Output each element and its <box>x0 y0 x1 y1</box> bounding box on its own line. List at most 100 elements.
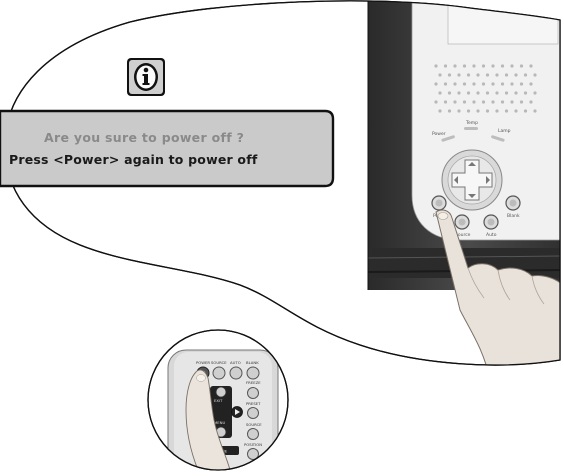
remote-preset-label: PRESET <box>246 401 261 406</box>
grille-hole <box>467 73 470 76</box>
grille-hole <box>529 82 532 85</box>
remote-freeze-button[interactable] <box>248 388 259 399</box>
grille-hole <box>491 64 494 67</box>
grille-hole <box>533 73 536 76</box>
info-icon <box>127 58 165 96</box>
grille-hole <box>529 64 532 67</box>
grille-hole <box>463 82 466 85</box>
remote-control-inset: POWER SOURCE AUTO BLANK ⏻ FREEZE PRESET … <box>148 330 288 476</box>
grille-hole <box>438 73 441 76</box>
grille-hole <box>510 64 513 67</box>
grille-hole <box>482 82 485 85</box>
grille-hole <box>453 100 456 103</box>
grille-hole <box>491 82 494 85</box>
grille-hole <box>505 91 508 94</box>
grille-hole <box>514 109 517 112</box>
remote-source-button[interactable] <box>213 367 225 379</box>
grille-hole <box>524 109 527 112</box>
grille-hole <box>463 64 466 67</box>
grille-hole <box>486 73 489 76</box>
remote-auto-button[interactable] <box>230 367 242 379</box>
grille-hole <box>434 100 437 103</box>
grille-hole <box>520 100 523 103</box>
grille-hole <box>448 73 451 76</box>
grille-hole <box>510 82 513 85</box>
grille-hole <box>472 64 475 67</box>
remote-power-label: POWER <box>196 360 210 365</box>
directional-pad[interactable] <box>442 150 502 210</box>
grille-hole <box>434 64 437 67</box>
grille-hole <box>448 109 451 112</box>
grille-hole <box>533 91 536 94</box>
remote-freeze-label: FREEZE <box>246 380 261 385</box>
power-indicator-label: Power <box>432 131 446 137</box>
panel-blank-button[interactable] <box>506 196 520 210</box>
grille-hole <box>520 82 523 85</box>
grille-hole <box>524 91 527 94</box>
grille-hole <box>467 91 470 94</box>
confirm-question-text: Are you sure to power off ? <box>44 130 244 145</box>
grille-hole <box>476 73 479 76</box>
grille-hole <box>501 100 504 103</box>
remote-up-button[interactable] <box>216 387 226 397</box>
grille-hole <box>453 82 456 85</box>
remote-source-label: SOURCE <box>211 360 227 365</box>
grille-hole <box>505 109 508 112</box>
grille-hole <box>510 100 513 103</box>
grille-hole <box>486 109 489 112</box>
remote-source2-label: SOURCE <box>246 422 262 427</box>
panel-source-button[interactable] <box>455 215 469 229</box>
grille-hole <box>457 109 460 112</box>
remote-auto-label: AUTO <box>230 360 241 365</box>
grille-hole <box>482 100 485 103</box>
confirm-instruction-text: Press <Power> again to power off <box>9 152 258 167</box>
grille-hole <box>448 91 451 94</box>
grille-hole <box>501 64 504 67</box>
callout-bubble: Power Temp Lamp Power <box>5 0 564 380</box>
panel-power-button[interactable] <box>432 196 446 210</box>
grille-hole <box>457 73 460 76</box>
grille-hole <box>520 64 523 67</box>
remote-preset-button[interactable] <box>248 408 259 419</box>
grille-hole <box>514 73 517 76</box>
grille-hole <box>457 91 460 94</box>
remote-blank-button[interactable] <box>247 367 259 379</box>
grille-hole <box>444 64 447 67</box>
grille-hole <box>495 91 498 94</box>
panel-auto-label: Auto <box>486 232 497 238</box>
grille-hole <box>438 109 441 112</box>
grille-hole <box>467 109 470 112</box>
remote-exit-label: EXIT <box>214 398 223 403</box>
temp-indicator-label: Temp <box>465 120 478 126</box>
remote-position-label: POSITION <box>244 442 262 447</box>
grille-hole <box>495 109 498 112</box>
power-off-confirm-dialog: Are you sure to power off ? Press <Power… <box>0 111 333 186</box>
grille-hole <box>495 73 498 76</box>
temp-indicator-light <box>464 127 478 130</box>
grille-hole <box>524 73 527 76</box>
remote-blank-label: BLANK <box>246 360 259 365</box>
grille-hole <box>533 109 536 112</box>
grille-hole <box>505 73 508 76</box>
panel-blank-label: Blank <box>507 213 520 219</box>
grille-hole <box>472 82 475 85</box>
grille-hole <box>529 100 532 103</box>
grille-hole <box>463 100 466 103</box>
grille-hole <box>476 91 479 94</box>
grille-hole <box>482 64 485 67</box>
panel-auto-button[interactable] <box>484 215 498 229</box>
grille-hole <box>501 82 504 85</box>
remote-menu-label: MENU <box>214 420 226 425</box>
grille-hole <box>514 91 517 94</box>
grille-hole <box>438 91 441 94</box>
grille-hole <box>434 82 437 85</box>
grille-hole <box>444 100 447 103</box>
grille-hole <box>486 91 489 94</box>
lamp-indicator-label: Lamp <box>498 128 511 134</box>
grille-hole <box>476 109 479 112</box>
remote-source2-button[interactable] <box>248 429 259 440</box>
grille-hole <box>453 64 456 67</box>
grille-hole <box>472 100 475 103</box>
grille-hole <box>444 82 447 85</box>
